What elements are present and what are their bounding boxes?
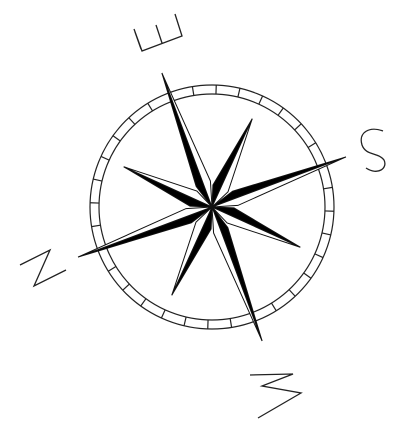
bezel-tick xyxy=(324,187,333,188)
compass-star xyxy=(78,73,346,341)
bezel-tick xyxy=(308,143,316,148)
bezel-tick xyxy=(238,88,240,97)
bezel-tick xyxy=(230,319,231,328)
bezel-tick xyxy=(304,273,311,278)
bezel-tick xyxy=(129,118,135,125)
bezel-tick xyxy=(92,225,101,226)
bezel-tick xyxy=(148,103,153,111)
bezel-tick xyxy=(184,317,186,326)
bezel-tick xyxy=(259,96,263,104)
letter-S xyxy=(361,129,385,171)
bezel-tick xyxy=(141,299,146,306)
bezel-tick xyxy=(113,136,120,141)
bezel-tick xyxy=(289,290,295,297)
bezel-tick xyxy=(108,266,116,271)
bezel-tick xyxy=(101,156,109,160)
letter-E xyxy=(134,14,182,51)
bezel-tick xyxy=(192,87,193,96)
bezel-tick xyxy=(322,233,331,235)
bezel-tick xyxy=(161,310,165,318)
bezel-tick xyxy=(271,303,276,311)
bezel-tick xyxy=(315,254,323,258)
bezel-tick xyxy=(295,124,302,130)
bezel-tick xyxy=(93,179,102,181)
bezel-tick xyxy=(278,108,283,115)
bezel-tick xyxy=(123,284,130,290)
letter-W xyxy=(250,374,301,418)
letter-N xyxy=(20,250,66,286)
